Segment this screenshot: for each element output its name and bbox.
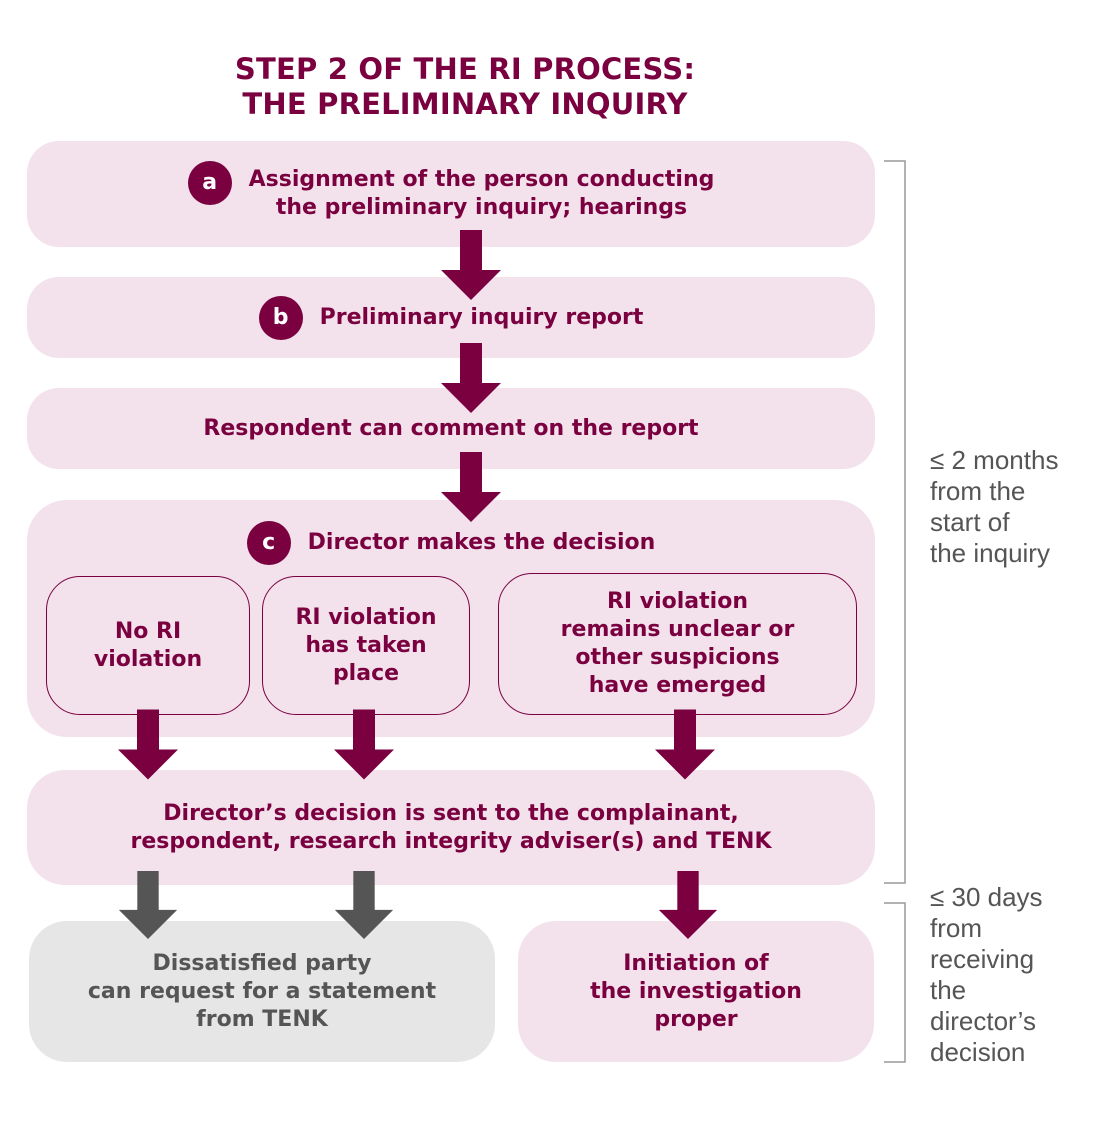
step-a-line-1: Assignment of the person conducting bbox=[248, 167, 715, 192]
outcome-no-violation: No RI violation bbox=[46, 576, 250, 715]
arrow-down-icon bbox=[441, 452, 501, 522]
initiation-line: proper bbox=[654, 1006, 738, 1032]
arrow-down-icon bbox=[118, 709, 178, 780]
inquiry-timeframe-bracket bbox=[884, 160, 906, 884]
statement-timeframe-line: director’s bbox=[930, 1006, 1036, 1036]
outcome-unclear-line: have emerged bbox=[588, 673, 767, 698]
arrow-down-icon bbox=[118, 871, 178, 939]
outcome-no-violation-line: violation bbox=[93, 646, 203, 672]
statement-timeframe-line: decision bbox=[930, 1037, 1026, 1067]
decision-sent-box: Director’s decision is sent to the compl… bbox=[27, 770, 875, 885]
inquiry-timeframe-line: from the bbox=[930, 476, 1026, 506]
outcome-violation-occurred: RI violation has taken place bbox=[262, 576, 470, 715]
outcome-unclear-line: remains unclear or bbox=[560, 617, 795, 642]
step-b-label: Preliminary inquiry report bbox=[319, 304, 644, 330]
investigation-initiation-box: Initiation of the investigation proper bbox=[518, 921, 874, 1062]
inquiry-timeframe-line: start of bbox=[930, 507, 1010, 537]
dissatisfied-party-box: Dissatisfied party can request for a sta… bbox=[29, 921, 495, 1062]
statement-timeframe: ≤ 30 days from receiving the director’s … bbox=[930, 882, 1043, 1068]
arrow-down-icon bbox=[441, 343, 501, 413]
initiation-line: Initiation of bbox=[623, 950, 769, 976]
statement-timeframe-line: from bbox=[930, 913, 982, 943]
title-line-2: THE PRELIMINARY INQUIRY bbox=[242, 87, 688, 121]
statement-timeframe-bracket bbox=[884, 902, 906, 1063]
dissatisfied-line: Dissatisfied party bbox=[152, 950, 372, 976]
step-c-label: Director makes the decision bbox=[307, 530, 656, 555]
respondent-comment-box: Respondent can comment on the report bbox=[27, 388, 875, 469]
arrow-down-icon bbox=[441, 230, 501, 300]
inquiry-timeframe-line: ≤ 2 months bbox=[930, 445, 1059, 475]
statement-timeframe-line: receiving bbox=[930, 944, 1035, 974]
step-a-badge: a bbox=[187, 161, 232, 205]
outcome-violation-line: place bbox=[332, 660, 400, 686]
arrow-down-icon bbox=[655, 709, 715, 780]
arrow-down-icon bbox=[334, 709, 394, 780]
title-line-1: STEP 2 OF THE RI PROCESS: bbox=[234, 52, 696, 86]
statement-timeframe-line: the bbox=[930, 975, 967, 1005]
step-c-badge: c bbox=[246, 521, 291, 565]
initiation-line: the investigation bbox=[590, 978, 802, 1004]
decision-sent-line-2: respondent, research integrity adviser(s… bbox=[130, 828, 772, 854]
diagram-title: STEP 2 OF THE RI PROCESS: THE PRELIMINAR… bbox=[150, 52, 780, 122]
step-a-box: a Assignment of the person conducting th… bbox=[27, 141, 875, 247]
inquiry-timeframe: ≤ 2 months from the start of the inquiry bbox=[930, 445, 1058, 569]
step-b-badge: b bbox=[258, 295, 303, 340]
decision-sent-line-1: Director’s decision is sent to the compl… bbox=[163, 800, 739, 826]
outcome-violation-line: RI violation bbox=[295, 604, 437, 630]
step-a-line-2: the preliminary inquiry; hearings bbox=[275, 195, 688, 220]
outcome-unclear-line: RI violation bbox=[606, 589, 748, 614]
dissatisfied-line: can request for a statement bbox=[87, 978, 437, 1004]
inquiry-timeframe-line: the inquiry bbox=[930, 538, 1050, 568]
respondent-comment-label: Respondent can comment on the report bbox=[203, 415, 699, 441]
step-b-box: b Preliminary inquiry report bbox=[27, 277, 875, 358]
dissatisfied-line: from TENK bbox=[196, 1006, 328, 1032]
arrow-down-icon bbox=[658, 871, 718, 939]
arrow-down-icon bbox=[334, 871, 394, 939]
statement-timeframe-line: ≤ 30 days bbox=[930, 882, 1043, 912]
outcome-unclear-line: other suspicions bbox=[575, 645, 780, 670]
outcome-violation-line: has taken bbox=[305, 632, 427, 658]
outcome-no-violation-line: No RI bbox=[114, 618, 182, 644]
